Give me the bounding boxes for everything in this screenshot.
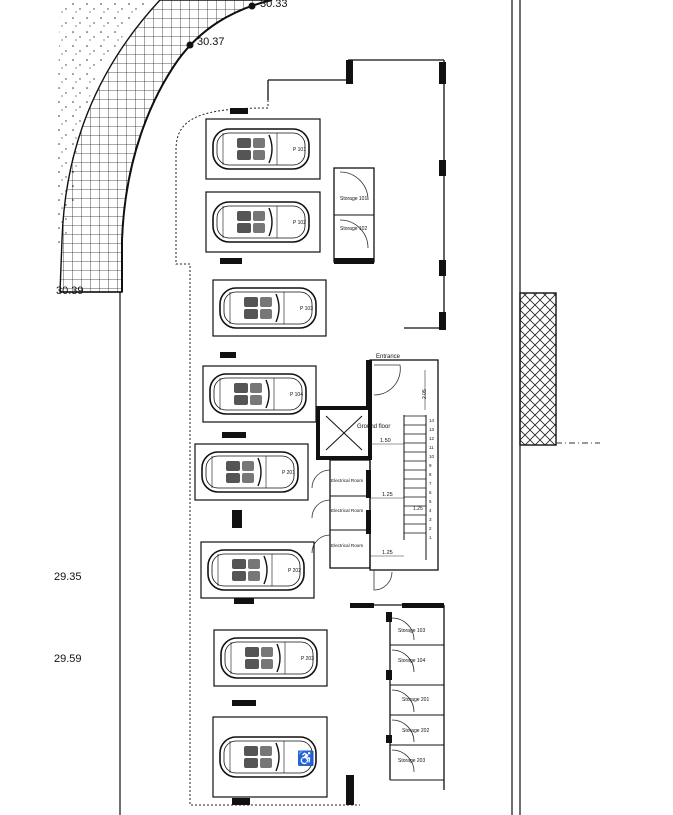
parking-label: P 202 [288,568,301,574]
car-icon [212,128,310,170]
parking-bay: P 102 [205,191,321,253]
storage-label: Storage 103 [398,628,425,634]
car-icon [209,373,307,415]
storage-label: Storage 104 [398,658,425,664]
stair-step-number: 4 [429,508,432,513]
stair-step-number: 11 [429,445,434,450]
stair-step-number: 13 [429,427,435,432]
car-icon [220,637,318,679]
entrance-label: Entrance [376,354,401,360]
dim-150: 1.50 [380,438,391,444]
level-2935: 29.35 [54,571,82,583]
parking-bay: P 202 [200,541,315,599]
stair-step-number: 5 [429,499,432,504]
stair-numbers: 14 13 12 11 10 9 8 7 6 5 4 3 2 1 [429,418,435,540]
stair-step-number: 10 [429,454,435,459]
parking-label: P 203 [301,656,314,662]
dim-125: 1.25 [413,506,423,512]
electrical-room-label: Electrical Room [331,543,363,548]
stair-step-number: 6 [429,490,432,495]
level-2959: 29.59 [54,653,82,665]
hatched-column [519,292,557,446]
storage-label: Storage 202 [402,728,429,734]
level-3037: 30.37 [197,36,225,48]
parking-label: P 103 [300,306,313,312]
car-icon [212,201,310,243]
storage-label: Storage 201 [402,697,429,703]
level-marker [248,2,256,10]
level-marker [186,41,194,49]
stair-step-number: 3 [429,517,432,522]
car-icon [219,736,317,778]
stair-step-number: 8 [429,472,432,477]
stair-step-number: 9 [429,463,432,468]
storage-label: Storage 101 [340,196,367,202]
accessible-parking-icon: ♿ [297,750,314,767]
dim-205: 2.05 [422,389,428,399]
parking-bay: P 201 [194,443,309,501]
electrical-room-label: Electrical Room [331,508,363,513]
level-3039: 30.39 [56,285,84,297]
storage-label: Storage 203 [398,758,425,764]
parking-bay: P 204♿ [212,716,328,798]
parking-bay: P 104 [202,365,317,423]
parking-bay: P 203 [213,629,328,687]
parking-bay: P 103 [212,279,327,337]
ground-floor-label: Ground floor [357,424,390,430]
stair-step-number: 12 [429,436,435,441]
stair-step-number: 2 [429,526,432,531]
storage-label: Storage 102 [340,226,367,232]
parking-label: P 102 [293,220,306,226]
parking-label: P 201 [282,470,295,476]
car-icon [207,549,305,591]
parking-label: P 104 [290,392,303,398]
car-icon [201,451,299,493]
terrain-dots [55,0,160,245]
parking-label: P 101 [293,147,306,153]
level-3033: 30.33 [260,0,288,10]
dim-125: 1.25 [382,550,393,556]
electrical-room-label: Electrical Room [331,478,363,483]
stair-step-number: 14 [429,418,435,423]
parking-bay: P 101 [205,118,321,180]
dim-125: 1.25 [382,492,393,498]
stair-treads [404,415,426,534]
stair-step-number: 7 [429,481,432,486]
stair-step-number: 1 [429,535,432,540]
parking-label: P 204 [300,755,313,761]
car-icon [219,287,317,329]
